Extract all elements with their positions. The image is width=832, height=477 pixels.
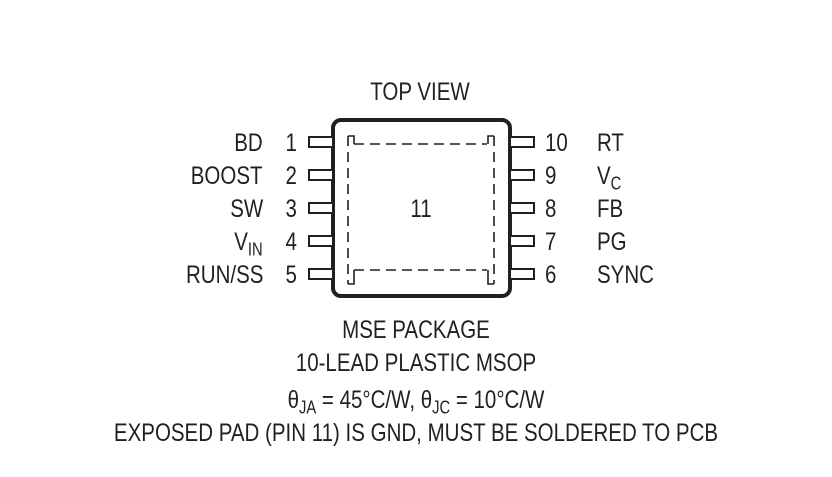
pin-1-number: 1: [285, 129, 297, 157]
pin-4-lead: [308, 235, 332, 247]
pin-10-lead: [511, 136, 535, 148]
pin-8-lead: [511, 202, 535, 214]
pin-1-name: BD: [234, 129, 263, 157]
pin-2-number: 2: [285, 162, 297, 190]
exposed-pad-number: 11: [410, 195, 432, 223]
pin-10-name: RT: [597, 129, 624, 157]
pin-6-number: 6: [545, 261, 557, 289]
pin-7-number: 7: [545, 228, 557, 256]
lead-description: 10-LEAD PLASTIC MSOP: [295, 349, 537, 377]
top-view-label: TOP VIEW: [370, 78, 470, 106]
pin-6-name: SYNC: [597, 261, 654, 289]
pin-9-name-main: V: [597, 162, 611, 190]
pin-4-name: VIN: [234, 228, 263, 259]
pin-3-number: 3: [285, 195, 297, 223]
pin-4-name-subscript: IN: [248, 239, 263, 260]
pin-5-lead: [308, 268, 332, 280]
exposed-pad-note: EXPOSED PAD (PIN 11) IS GND, MUST BE SOL…: [113, 419, 719, 447]
pin-4-number: 4: [285, 228, 297, 256]
package-name: MSE PACKAGE: [342, 316, 490, 344]
pin-7-name: PG: [597, 228, 627, 256]
pin-1-lead: [308, 136, 332, 148]
pin-9-name-subscript: C: [610, 173, 622, 194]
theta-jc-symbol: θ: [420, 386, 433, 414]
pin-7-lead: [511, 235, 535, 247]
theta-ja-subscript: JA: [299, 397, 317, 418]
pin-9-number: 9: [545, 162, 557, 190]
pin-5-number: 5: [285, 261, 297, 289]
package-body: [331, 118, 512, 298]
pin-2-name: BOOST: [191, 162, 263, 190]
pin-3-name: SW: [229, 195, 263, 223]
pin-3-lead: [308, 202, 332, 214]
pin-10-number: 10: [545, 129, 568, 157]
pin-9-lead: [511, 169, 535, 181]
theta-jc-value: = 10°C/W: [450, 386, 545, 414]
theta-ja-symbol: θ: [287, 386, 300, 414]
pin-6-lead: [511, 268, 535, 280]
pin-9-name: VC: [597, 162, 621, 193]
thermal-resistance: θJA = 45°C/W, θJC = 10°C/W: [211, 386, 621, 417]
pin-5-name: RUN/SS: [185, 261, 263, 289]
pin-8-number: 8: [545, 195, 557, 223]
pin-2-lead: [308, 169, 332, 181]
pin-8-name: FB: [597, 195, 624, 223]
pin-4-name-main: V: [234, 228, 249, 256]
theta-ja-value: = 45°C/W,: [316, 386, 421, 414]
theta-jc-subscript: JC: [432, 397, 451, 418]
